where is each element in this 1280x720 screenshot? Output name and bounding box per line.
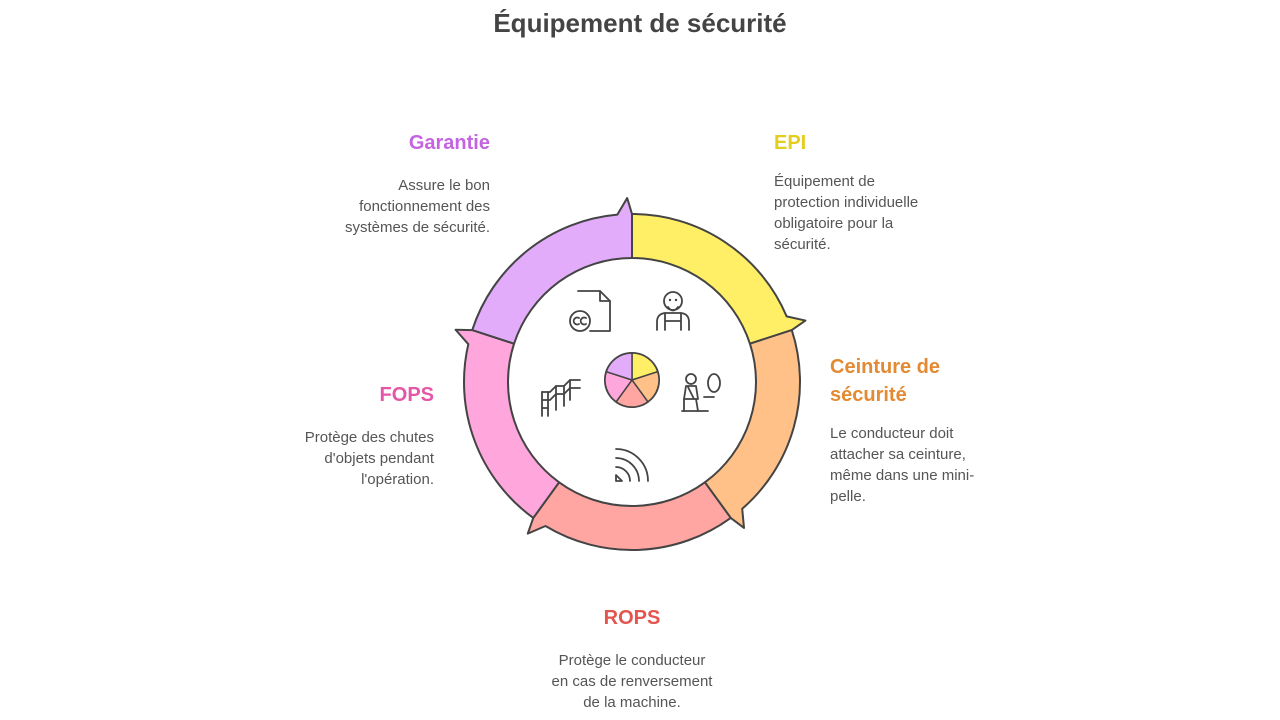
segment-garantie — [471, 197, 633, 345]
ceinture-description: Le conducteur doit attacher sa ceinture,… — [830, 425, 975, 505]
segment-ceinture — [703, 329, 801, 529]
stairs-icon — [541, 379, 581, 417]
segment-epi — [631, 213, 807, 345]
signal-icon — [615, 448, 649, 482]
rops-description: Protège le conducteur en cas de renverse… — [551, 652, 713, 711]
certificate-document-icon — [569, 290, 611, 332]
segment-rops — [526, 481, 732, 551]
rops-label: ROPS — [603, 607, 661, 629]
page-title: Équipement de sécurité — [493, 8, 787, 38]
fops-description: Protège des chutes d'objets pendant l'op… — [304, 429, 434, 488]
garantie-description: Assure le bon fonctionnement des système… — [344, 177, 490, 236]
epi-description: Équipement de protection individuelle ob… — [774, 173, 919, 253]
seated-person-icon — [681, 373, 721, 412]
wheel-segments — [454, 197, 807, 551]
center-pie-slices — [604, 352, 660, 408]
fops-label: FOPS — [379, 384, 434, 406]
center-pie-segment-garantie — [605, 352, 633, 382]
worker-icon — [656, 291, 690, 331]
garantie-label: Garantie — [408, 132, 490, 154]
ceinture-label: Ceinture de sécurité — [830, 356, 941, 406]
epi-label: EPI — [774, 132, 807, 154]
segment-fops — [454, 328, 561, 519]
